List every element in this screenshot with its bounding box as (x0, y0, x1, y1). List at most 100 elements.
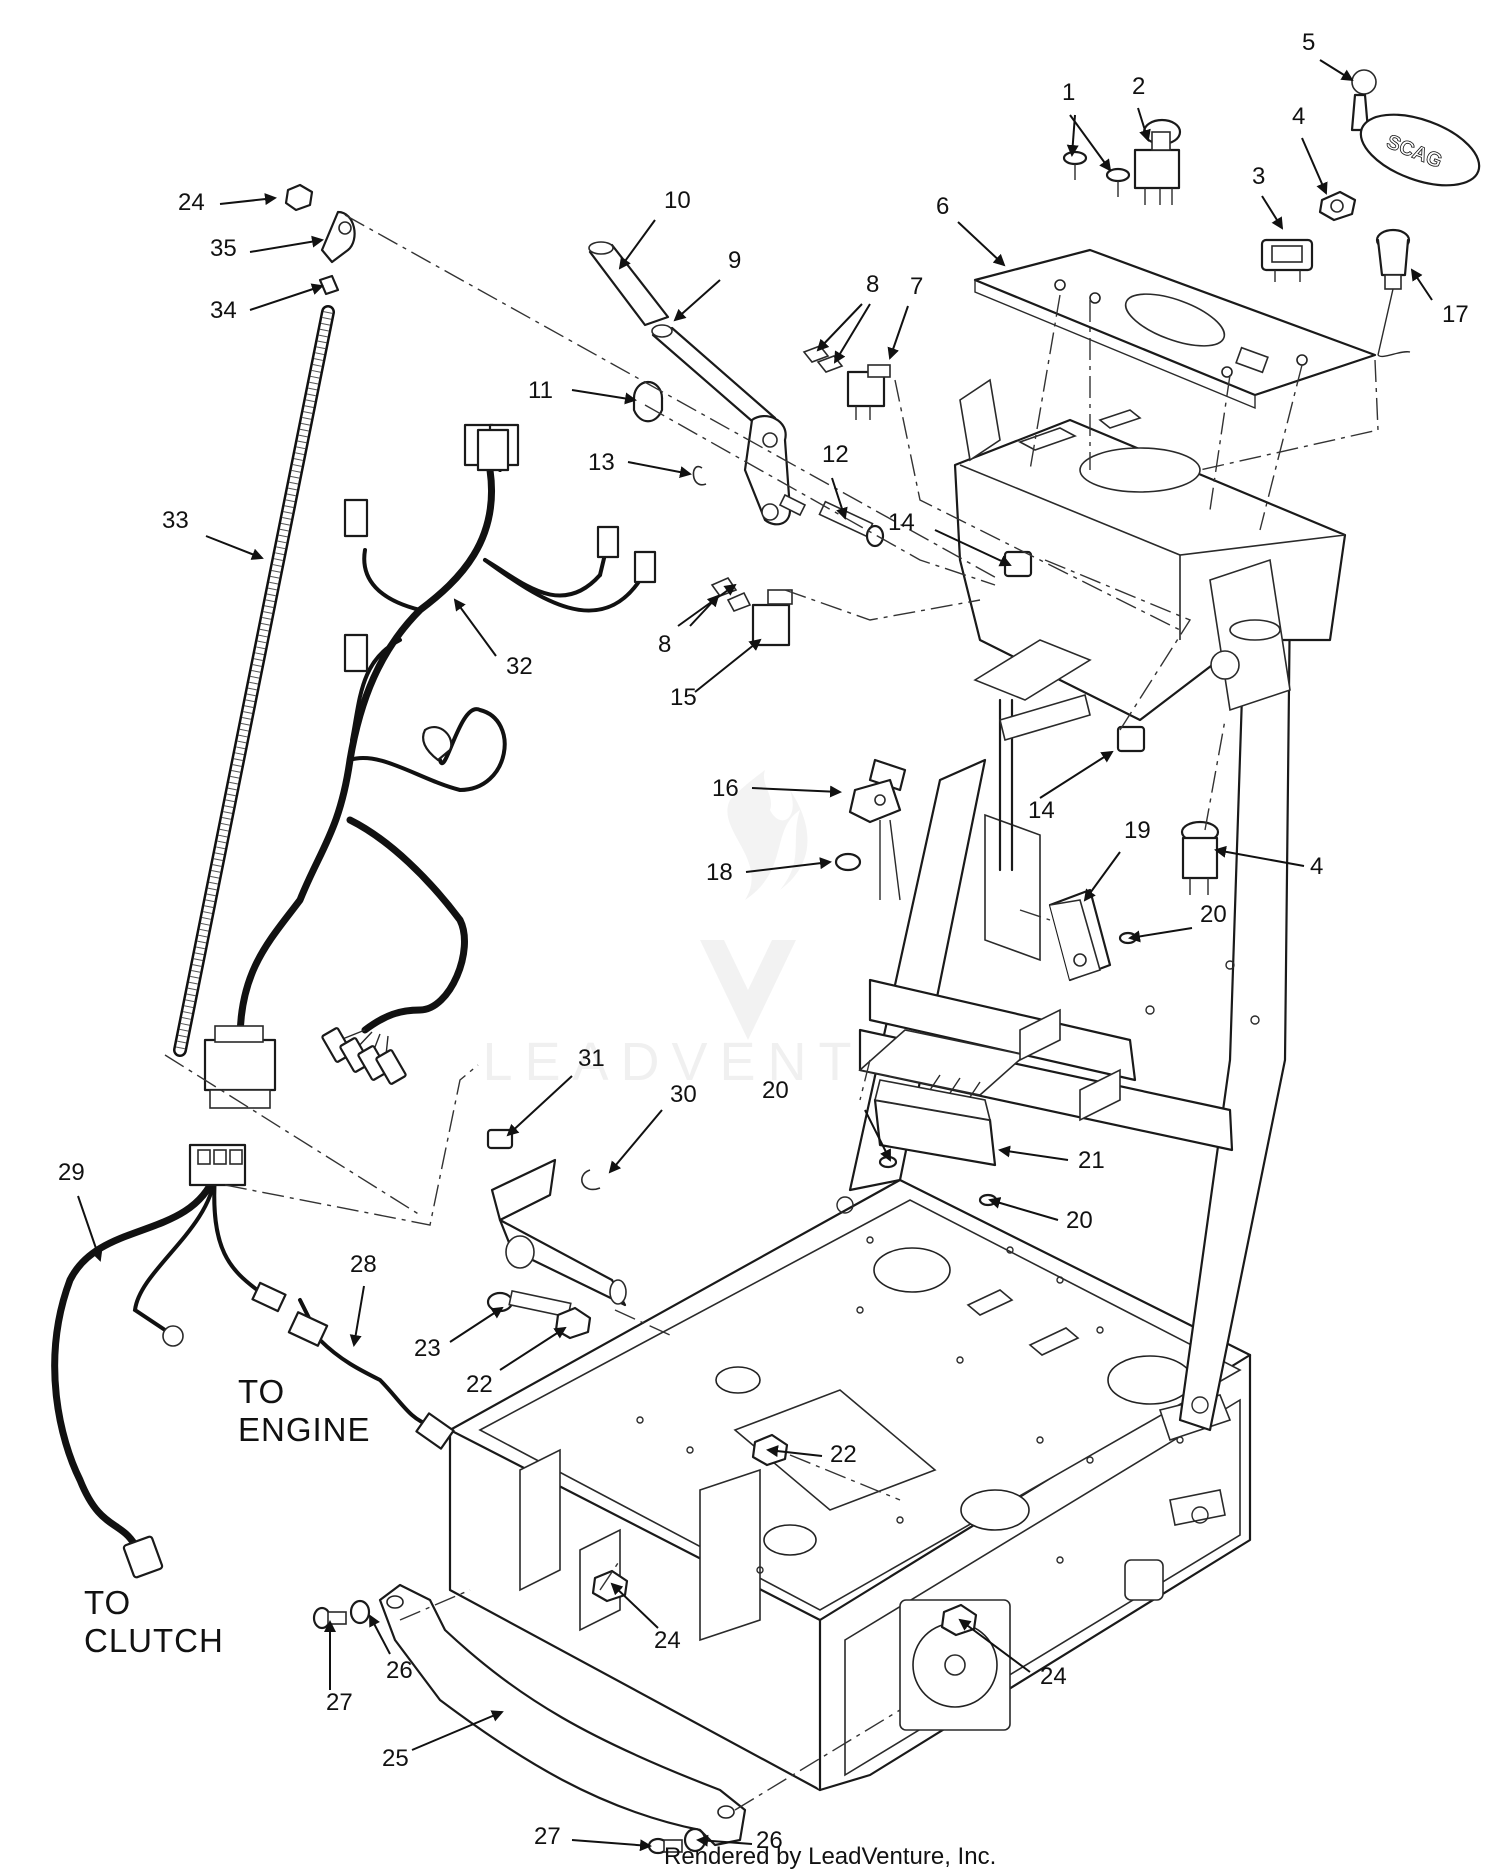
callout-number: 18 (706, 859, 733, 886)
callout-number: 16 (712, 775, 739, 802)
interlock-switch (710, 576, 793, 647)
callout-8: 8 (816, 271, 879, 364)
callout-arrow (1261, 195, 1284, 230)
grommet-18 (834, 852, 862, 872)
callout-number: 23 (414, 1335, 441, 1362)
assembly-lines (164, 214, 1379, 1811)
callout-arrow (689, 594, 720, 627)
callout-26: 26 (696, 1827, 783, 1854)
callout-14: 14 (1028, 750, 1114, 824)
callout-arrow (1039, 750, 1114, 799)
callout-arrow (831, 477, 848, 520)
callout-number: 33 (162, 507, 189, 534)
callout-number: 9 (728, 247, 741, 274)
mower-frame (448, 1178, 1252, 1792)
callout-14: 14 (888, 509, 1012, 567)
callout-1: 1 (1062, 79, 1112, 172)
callout-arrow (1319, 59, 1354, 82)
callout-number: 20 (762, 1077, 789, 1104)
park-brake-bracket (848, 758, 907, 901)
callout-arrow (627, 461, 692, 478)
pto-switch (1133, 118, 1182, 205)
callout-number: 8 (866, 271, 879, 298)
callout-arrow (751, 785, 842, 798)
callout-number: 27 (534, 1823, 561, 1850)
callout-number: 14 (888, 509, 915, 536)
callout-number: 7 (910, 273, 923, 300)
callout-arrow (1083, 851, 1121, 902)
callout-arrow (608, 1109, 663, 1174)
callout-number: 8 (658, 631, 671, 658)
render-credit: Rendered by LeadVenture, Inc. (664, 1843, 996, 1870)
choke-cable (1375, 228, 1411, 358)
relay-cover (1048, 888, 1112, 982)
callout-arrow (745, 857, 832, 873)
callout-22: 22 (766, 1441, 857, 1468)
callout-21: 21 (998, 1145, 1105, 1174)
callout-4: 4 (1292, 103, 1328, 195)
callout-number: 4 (1292, 103, 1305, 130)
callout-25: 25 (382, 1710, 504, 1772)
callout-number: 3 (1252, 163, 1265, 190)
callout-arrow (571, 1839, 652, 1852)
callout-13: 13 (588, 449, 692, 478)
callout-27: 27 (534, 1823, 652, 1852)
callout-9: 9 (673, 247, 741, 322)
e-clip (692, 465, 707, 486)
callout-20: 20 (988, 1197, 1093, 1234)
callout-number: 28 (350, 1251, 377, 1278)
callout-15: 15 (670, 638, 762, 711)
callout-12: 12 (822, 441, 849, 520)
callout-arrow (1137, 107, 1151, 142)
callout-10: 10 (618, 187, 691, 270)
seat-switch (802, 345, 891, 420)
callout-arrow (453, 598, 497, 657)
ignition-switch (1180, 820, 1220, 895)
callout-11: 11 (528, 377, 637, 405)
callout-arrow (1069, 114, 1112, 172)
callout-2: 2 (1132, 73, 1151, 142)
ignition-nut (1318, 190, 1357, 222)
callout-18: 18 (706, 857, 832, 886)
callout-number: 34 (210, 297, 237, 324)
pin-31 (486, 1128, 514, 1150)
callout-number: 21 (1078, 1147, 1105, 1174)
callout-19: 19 (1083, 817, 1151, 902)
control-tower (836, 378, 1347, 1524)
callout-arrow (887, 305, 909, 360)
callout-number: 11 (528, 377, 553, 404)
callout-22: 22 (466, 1326, 567, 1398)
callout-20: 20 (762, 1077, 891, 1162)
callout-arrow (249, 283, 324, 311)
callout-24: 24 (610, 1582, 681, 1654)
callout-32: 32 (453, 598, 533, 680)
callout-27: 27 (324, 1620, 353, 1716)
callout-28: 28 (349, 1251, 377, 1347)
callout-arrow (77, 1195, 103, 1262)
callout-number: 1 (1062, 79, 1075, 106)
callout-number: 31 (578, 1045, 605, 1072)
callout-arrow (1410, 268, 1433, 301)
callout-number: 5 (1302, 29, 1315, 56)
callout-29: 29 (58, 1159, 103, 1262)
callout-arrow (1128, 927, 1193, 943)
linkage-rod (173, 183, 356, 1057)
callout-arrow (694, 638, 762, 693)
callout-number: 32 (506, 653, 533, 680)
callout-arrow (499, 1326, 567, 1371)
callout-8: 8 (658, 583, 737, 658)
callout-arrow (934, 529, 1012, 567)
callout-5: 5 (1302, 29, 1354, 82)
callout-arrow (1214, 845, 1305, 867)
callout-arrow (673, 279, 721, 322)
callout-number: 30 (670, 1081, 697, 1108)
hour-meter (1260, 238, 1314, 282)
hair-pin (581, 1169, 601, 1191)
callout-number: 10 (664, 187, 691, 214)
support-bracket (378, 1583, 747, 1847)
callout-number: 27 (326, 1689, 353, 1716)
callout-33: 33 (162, 507, 264, 560)
key-with-fob: SCAG (1350, 69, 1481, 187)
callout-number: 29 (58, 1159, 85, 1186)
callout-arrow (411, 1710, 504, 1751)
